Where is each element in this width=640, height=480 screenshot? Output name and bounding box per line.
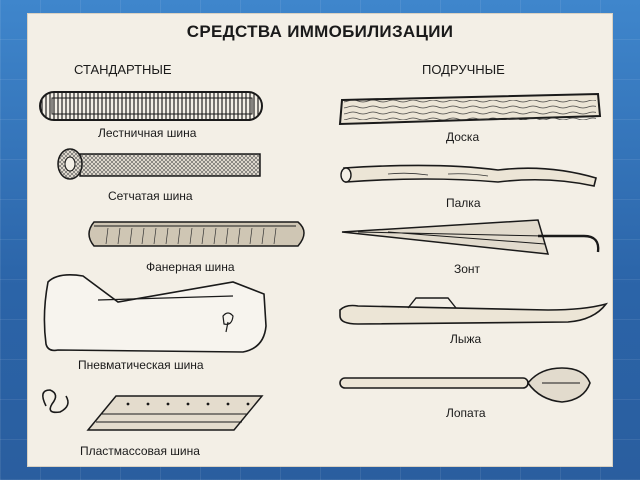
label-board: Доска [446, 130, 480, 144]
page-title: СРЕДСТВА ИММОБИЛИЗАЦИИ [186, 22, 454, 41]
label-plywood-splint: Фанерная шина [146, 260, 235, 274]
label-ladder-splint: Лестничная шина [98, 126, 197, 140]
pneumatic-splint-icon [43, 274, 267, 353]
column-header-standard: СТАНДАРТНЫЕ [74, 62, 172, 77]
board-icon [338, 92, 602, 126]
label-shovel: Лопата [446, 406, 486, 420]
mesh-splint-icon [57, 148, 261, 180]
label-pneumatic-splint: Пневматическая шина [78, 358, 204, 372]
column-header-improvised: ПОДРУЧНЫЕ [422, 62, 505, 77]
label-mesh-splint: Сетчатая шина [108, 189, 193, 203]
label-stick: Палка [446, 196, 481, 210]
ski-icon [339, 297, 609, 325]
plastic-splint-icon [42, 389, 264, 431]
stick-icon [340, 164, 597, 187]
umbrella-icon [341, 219, 600, 255]
illustrations [39, 91, 609, 431]
label-plastic-splint: Пластмассовая шина [80, 444, 200, 458]
label-ski: Лыжа [450, 332, 482, 346]
shovel-icon [339, 367, 591, 403]
plywood-splint-icon [88, 221, 305, 247]
label-umbrella: Зонт [454, 262, 481, 276]
immobilization-sheet: СРЕДСТВА ИММОБИЛИЗАЦИИ СТАНДАРТНЫЕ ПОДРУ… [28, 14, 612, 466]
ladder-splint-icon [39, 91, 263, 121]
